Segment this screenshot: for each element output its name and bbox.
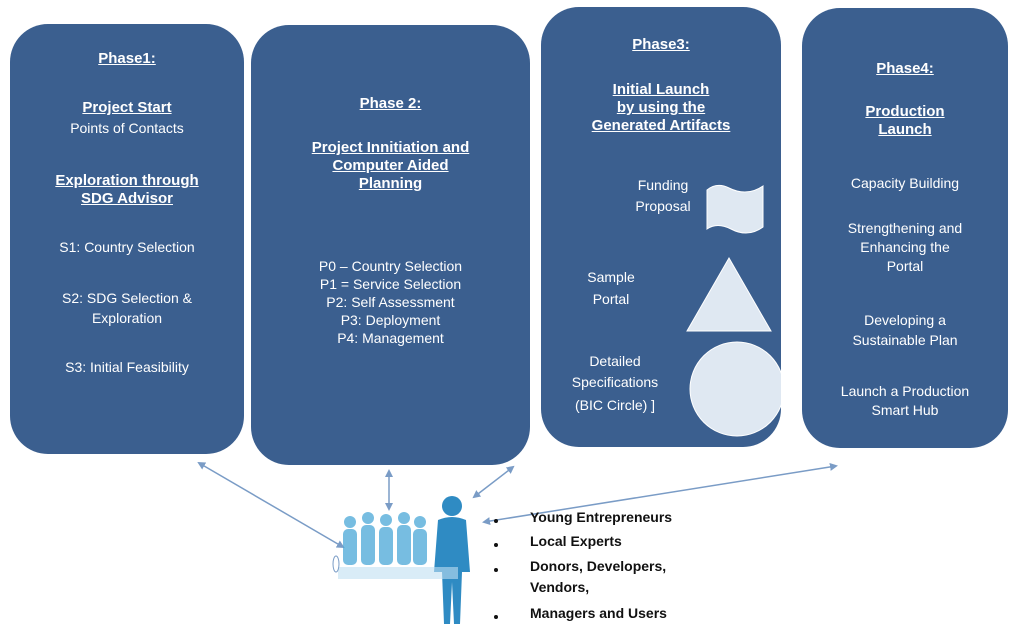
artifact-funding-label: Funding	[637, 177, 689, 193]
artifact-shapes	[686, 184, 781, 437]
phase3-heading-line1: Initial Launch	[612, 81, 710, 98]
artifact-sample-label: Sample	[587, 269, 635, 285]
phase4-heading-line2: Launch	[878, 121, 932, 138]
artifact-proposal-label: Proposal	[635, 198, 691, 214]
phase4-box: Phase4: Production Launch Capacity Build…	[802, 8, 1008, 448]
phase2-step-p4: P4: Management	[337, 330, 444, 346]
phase1-heading-sdg-advisor: SDG Advisor	[81, 190, 173, 207]
phase4-item-sustainable: Sustainable Plan	[852, 332, 958, 348]
artifact-bic-circle-label: (BIC Circle) ]	[574, 397, 656, 413]
phase3-heading-line3: Generated Artifacts	[591, 117, 731, 134]
phase1-box: Phase1: Project Start Points of Contacts…	[10, 24, 244, 454]
phase2-step-list: P0 – Country Selection P1 = Service Sele…	[251, 257, 530, 347]
arrow-phase4-people	[482, 462, 838, 526]
phase1-step-s2-cont: Exploration	[91, 310, 163, 326]
phase2-title: Phase 2:	[359, 95, 422, 112]
phase4-item-enhancing: Enhancing the	[860, 239, 950, 255]
wavy-document-icon	[706, 184, 764, 234]
phase1-step-s2: S2: SDG Selection &	[62, 290, 192, 306]
phase4-heading-line1: Production	[865, 103, 945, 120]
artifact-portal-label: Portal	[592, 291, 630, 307]
phase1-heading-project-start: Project Start	[82, 99, 172, 116]
phase4-item-launch: Launch a Production	[840, 383, 970, 399]
phase3-box: Phase3: Initial Launch by using the Gene…	[541, 7, 781, 447]
phase4-item-strengthening: Strengthening and	[847, 220, 963, 236]
arrow-phase1-people	[197, 461, 345, 549]
phase2-step-p1: P1 = Service Selection	[319, 276, 462, 292]
phase4-item-smart-hub: Smart Hub	[871, 402, 939, 418]
phase4-item-portal: Portal	[886, 258, 924, 274]
phase2-step-p3: P3: Deployment	[340, 312, 441, 328]
phase1-title: Phase1:	[98, 50, 156, 67]
phase1-subtitle: Points of Contacts	[70, 120, 184, 136]
artifact-specifications-label: Specifications	[571, 374, 659, 390]
phase1-heading-exploration: Exploration through	[55, 172, 199, 189]
phase2-heading-line3: Planning	[358, 175, 423, 192]
phase2-box: Phase 2: Project Innitiation and Compute…	[251, 25, 530, 465]
artifact-detailed-label: Detailed	[589, 353, 641, 369]
phase1-step-s3: S3: Initial Feasibility	[65, 359, 189, 375]
phase4-item-capacity: Capacity Building	[850, 175, 960, 191]
triangle-icon	[686, 256, 772, 332]
phase2-heading-line2: Computer Aided	[332, 157, 449, 174]
phase2-step-p0: P0 – Country Selection	[318, 258, 463, 274]
artifact-marker: ]	[651, 397, 656, 413]
phase2-step-p2: P2: Self Assessment	[326, 294, 455, 310]
phase4-title: Phase4:	[876, 60, 934, 77]
people-group-icon	[332, 496, 470, 624]
phase4-item-developing: Developing a	[864, 312, 946, 328]
phase3-title: Phase3:	[632, 36, 690, 53]
circle-icon	[689, 341, 781, 437]
phase2-heading-line1: Project Innitiation and	[311, 139, 470, 156]
phase1-step-s1: S1: Country Selection	[59, 239, 195, 255]
phase3-heading-line2: by using the	[616, 99, 706, 116]
